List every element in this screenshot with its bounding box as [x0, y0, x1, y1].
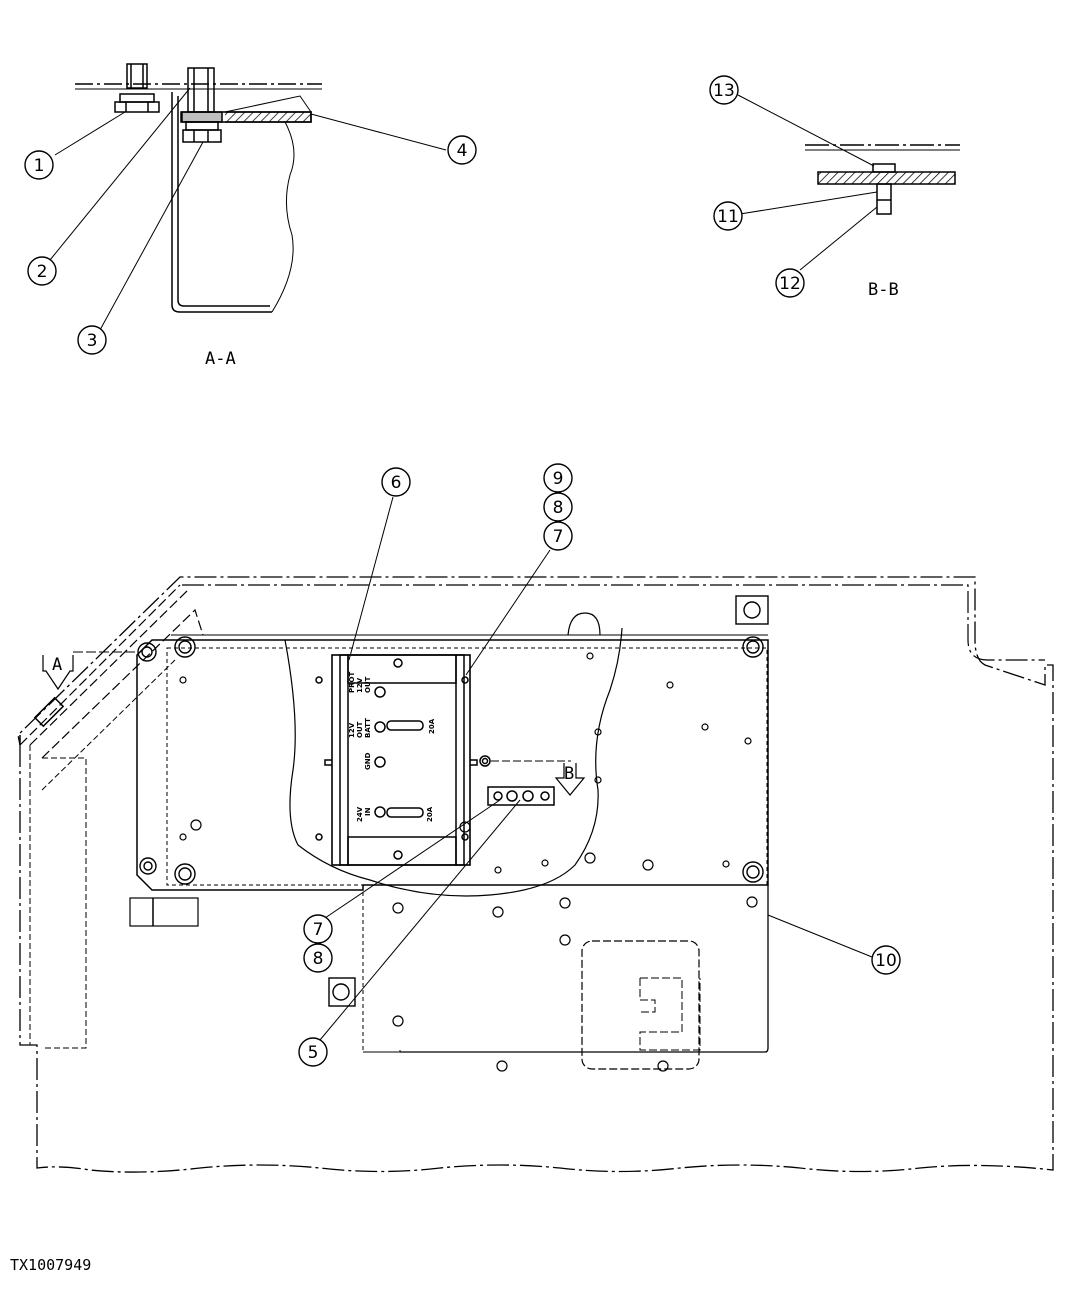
callout-5 — [298, 1037, 328, 1067]
callout-9-label: 9 — [553, 469, 564, 489]
view-arrow-b-label: B — [564, 764, 574, 784]
label-prot: PROT — [348, 672, 356, 693]
callout-4-label: 4 — [457, 141, 468, 161]
label-20a-bottom: 20A — [426, 806, 434, 822]
section-a-a-label: A-A — [205, 349, 236, 369]
callout-11-label: 11 — [717, 207, 739, 227]
label-24v: 24V — [356, 806, 364, 822]
callout-7-top-label: 7 — [553, 527, 564, 547]
label-out: OUT — [364, 676, 372, 693]
section-b-b — [737, 94, 960, 271]
callout-10-label: 10 — [875, 951, 897, 971]
callout-6-label: 6 — [391, 473, 402, 493]
label-out-b: OUT — [356, 721, 364, 738]
callout-8-top-label: 8 — [553, 498, 564, 518]
label-12v: 12V — [356, 677, 364, 693]
view-arrow-a-label: A — [52, 655, 62, 675]
callout-2-label: 2 — [37, 262, 48, 282]
callout-9 — [543, 463, 573, 493]
callout-1-label: 1 — [34, 156, 45, 176]
callout-6 — [381, 467, 411, 497]
callout-8-bottom — [303, 943, 333, 973]
callout-7-top — [543, 521, 573, 551]
junction-box-labels: PROT 12V OUT 12V OUT BATT 20A GND 24V IN… — [348, 672, 436, 822]
callout-2 — [27, 256, 57, 286]
callout-1 — [24, 150, 54, 180]
callout-5-label: 5 — [308, 1043, 319, 1063]
callout-4 — [447, 135, 477, 165]
section-b-b-label: B-B — [868, 280, 899, 300]
callout-7-bottom — [303, 914, 333, 944]
callout-11 — [713, 201, 743, 231]
label-in: IN — [364, 807, 372, 816]
callout-8-top — [543, 492, 573, 522]
callout-8-bottom-label: 8 — [313, 949, 324, 969]
label-gnd: GND — [364, 752, 372, 770]
callout-3 — [77, 325, 107, 355]
figure-id: TX1007949 — [10, 1256, 92, 1274]
label-12v-b: 12V — [348, 722, 356, 738]
callout-12 — [775, 268, 805, 298]
label-20a-top: 20A — [428, 718, 436, 734]
label-batt: BATT — [364, 718, 372, 738]
callout-3-label: 3 — [87, 331, 98, 351]
callout-7-bottom-label: 7 — [313, 920, 324, 940]
main-view — [17, 496, 1054, 1173]
callout-10 — [871, 945, 901, 975]
callout-13 — [709, 75, 739, 105]
callout-12-label: 12 — [779, 274, 801, 294]
section-a-a — [49, 63, 447, 331]
callout-13-label: 13 — [713, 81, 735, 101]
